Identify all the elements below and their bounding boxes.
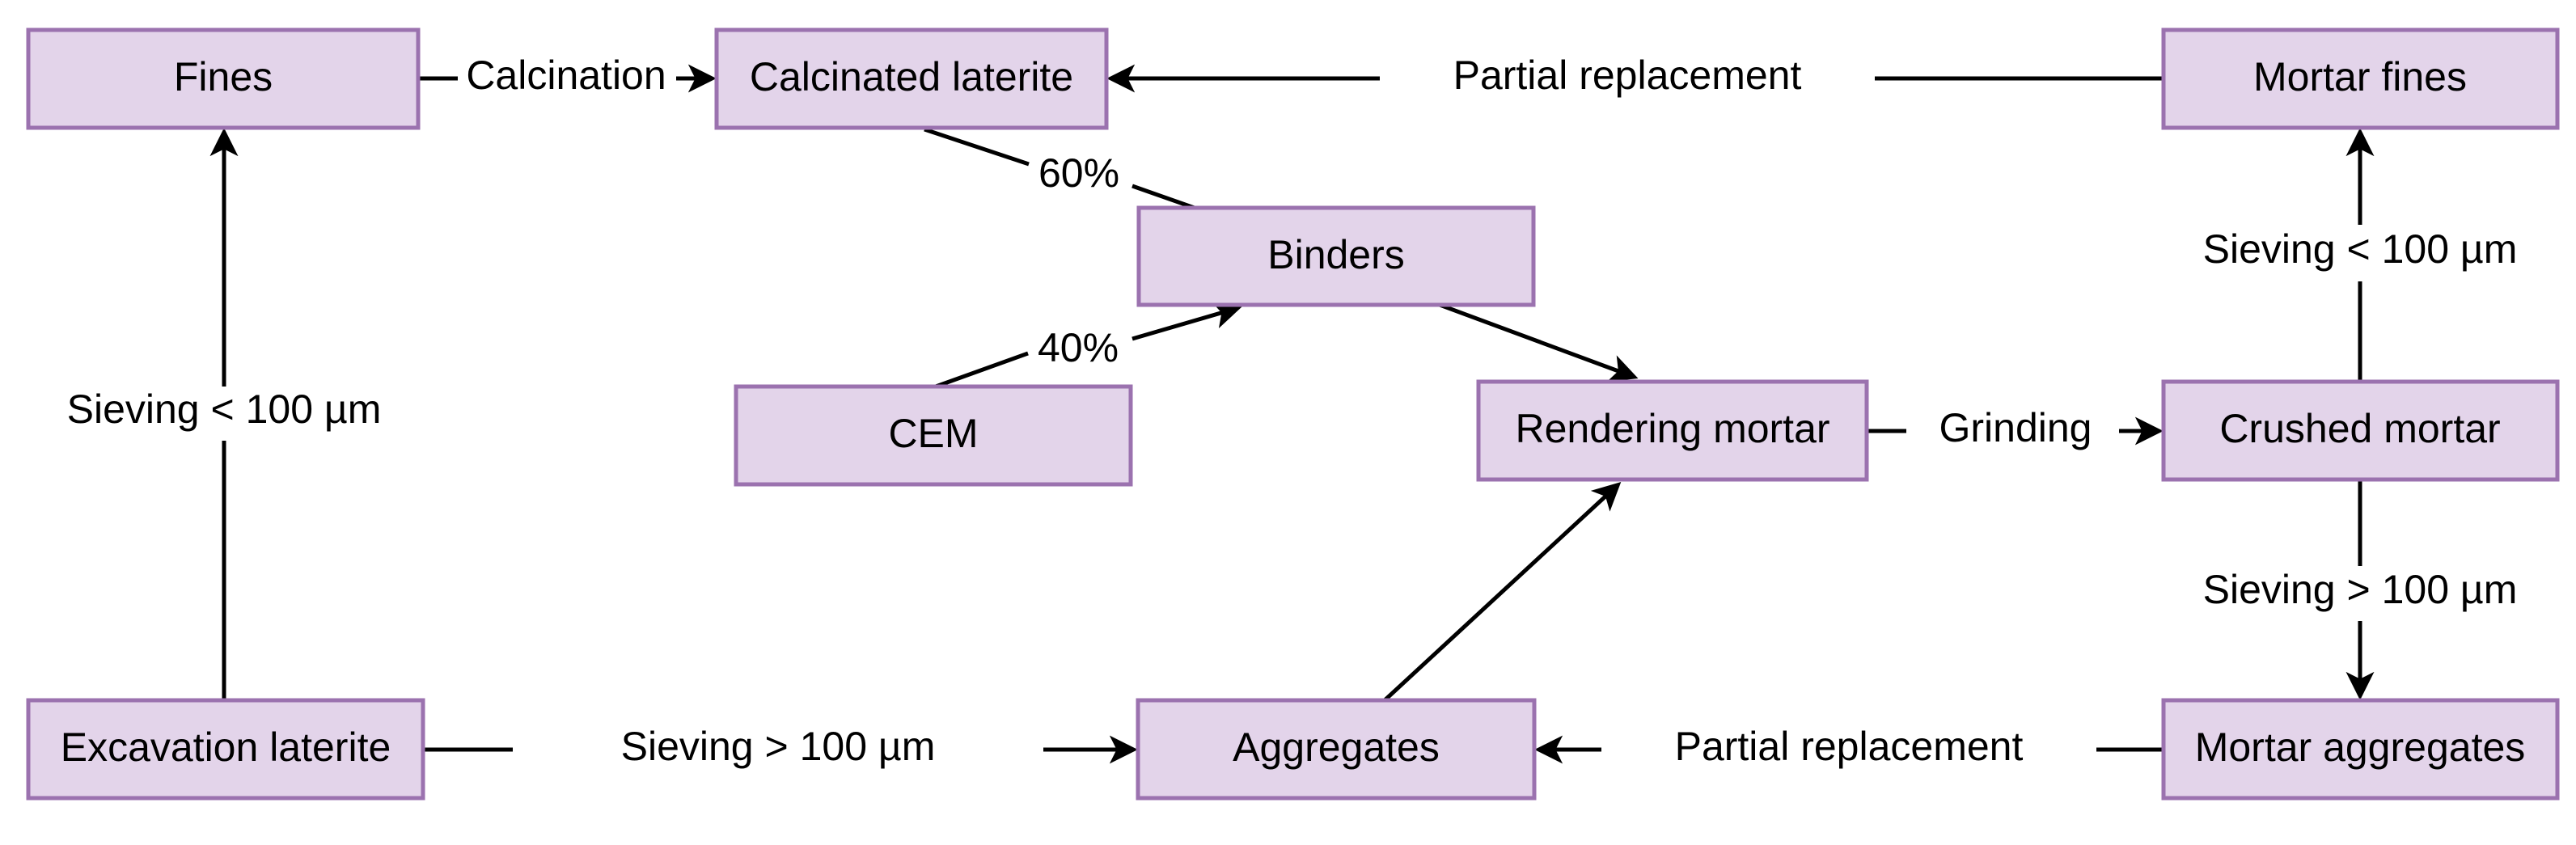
node-aggregates[interactable]: Aggregates [1136,698,1537,801]
node-binders[interactable]: Binders [1136,205,1536,307]
node-label-rendering-mortar: Rendering mortar [1515,406,1829,451]
edge-label-40-percent: 40% [1038,325,1119,370]
edge-label-60-percent: 60% [1038,150,1119,196]
node-rendering-mortar[interactable]: Rendering mortar [1476,379,1869,482]
node-calcinated-laterite[interactable]: Calcinated laterite [714,27,1109,130]
edge-fines-to-calcinated: Calcination [418,53,717,98]
edge-mortaraggregates-to-aggregates: Partial replacement [1534,724,2164,769]
node-label-aggregates: Aggregates [1233,725,1440,770]
edge-label-sieving-gt-100-right: Sieving > 100 µm [2203,567,2518,612]
edge-label-calcination: Calcination [466,53,666,98]
node-mortar-aggregates[interactable]: Mortar aggregates [2161,698,2560,801]
node-label-excavation-laterite: Excavation laterite [61,725,391,770]
node-label-crushed-mortar: Crushed mortar [2219,406,2500,451]
node-excavation-laterite[interactable]: Excavation laterite [26,698,425,801]
node-label-cem: CEM [888,411,978,456]
node-cem[interactable]: CEM [734,384,1133,487]
edge-mortarfines-to-calcinated: Partial replacement [1106,53,2164,98]
node-mortar-fines[interactable]: Mortar fines [2161,27,2560,130]
edge-crushed-to-mortarfines: Sieving < 100 µm [2203,128,2518,382]
edge-aggregates-to-rendering [1383,482,1622,702]
edge-excavation-to-aggregates: Sieving > 100 µm [423,724,1138,769]
node-fines[interactable]: Fines [26,27,421,130]
node-label-fines: Fines [174,54,273,99]
edge-label-sieving-gt-100-bottom: Sieving > 100 µm [621,724,936,769]
edge-binders-to-rendering [1439,302,1639,382]
node-label-mortar-fines: Mortar fines [2253,54,2467,99]
nodes-layer: Fines Calcinated laterite Mortar fines B… [26,27,2560,801]
node-label-binders: Binders [1267,232,1405,277]
edge-excavation-to-fines: Sieving < 100 µm [67,128,382,700]
node-label-calcinated-laterite: Calcinated laterite [750,54,1073,99]
edge-cem-to-binders: 40% [935,301,1242,389]
edge-label-sieving-lt-100-right: Sieving < 100 µm [2203,226,2518,272]
edge-label-grinding: Grinding [1939,405,2092,450]
edge-label-partial-replacement-aggregates: Partial replacement [1675,724,2024,769]
edge-rendering-to-crushed: Grinding [1867,405,2164,450]
edges-layer: Calcination Partial replacement 60% 40% [67,53,2518,769]
edge-label-partial-replacement-fines: Partial replacement [1453,53,1802,98]
node-label-mortar-aggregates: Mortar aggregates [2195,725,2526,770]
edge-crushed-to-mortaraggregates: Sieving > 100 µm [2203,480,2518,700]
node-crushed-mortar[interactable]: Crushed mortar [2161,379,2560,482]
edge-label-sieving-lt-100-left: Sieving < 100 µm [67,387,382,432]
